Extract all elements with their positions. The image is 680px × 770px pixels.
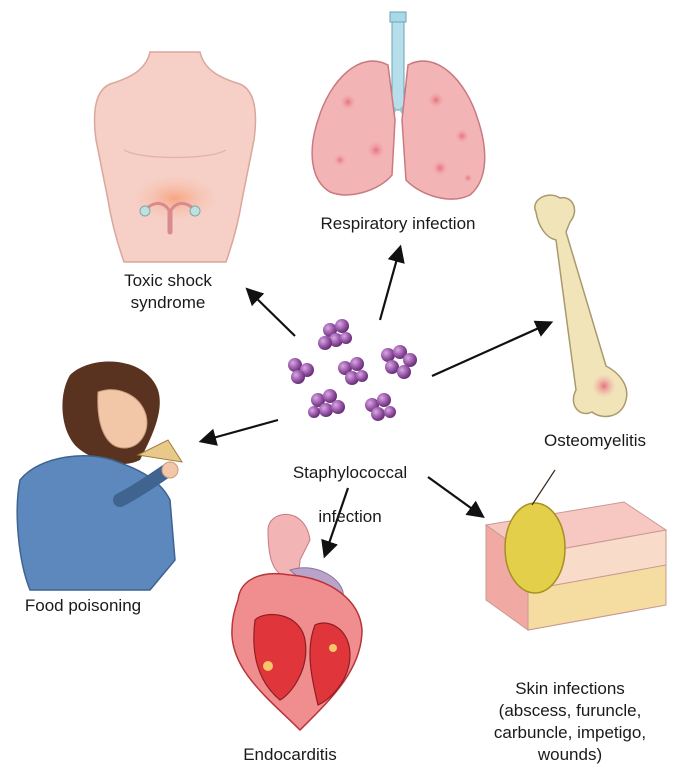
skin-illustration [486, 470, 666, 630]
bone-illustration [535, 195, 627, 416]
label-skin-infections: Skin infections (abscess, furuncle, carb… [470, 678, 670, 766]
arrow-to-skin [428, 477, 482, 516]
arrow-to-osteomyelitis [432, 323, 550, 376]
label-respiratory: Respiratory infection [298, 213, 498, 235]
arrow-to-respiratory [380, 248, 400, 320]
bacteria-cluster [381, 345, 417, 379]
bacteria-cluster [365, 393, 396, 421]
label-osteomyelitis: Osteomyelitis [530, 430, 660, 452]
arrow-to-toxic-shock [248, 290, 295, 336]
arrow-to-food-poisoning [202, 420, 278, 441]
bacteria-cluster [308, 389, 345, 418]
center-label: Staphylococcal infection [270, 440, 430, 550]
center-label-line1: Staphylococcal [270, 462, 430, 484]
label-food-poisoning: Food poisoning [8, 595, 158, 617]
bacteria-cluster [338, 357, 368, 385]
torso-illustration [95, 52, 256, 262]
bacteria-clusters [288, 319, 417, 421]
center-label-line2: infection [270, 506, 430, 528]
bacteria-cluster [288, 358, 314, 384]
label-endocarditis: Endocarditis [225, 744, 355, 766]
woman-illustration [17, 361, 182, 590]
lungs-illustration [312, 12, 485, 199]
bacteria-cluster [318, 319, 352, 350]
label-toxic-shock: Toxic shock syndrome [98, 270, 238, 314]
